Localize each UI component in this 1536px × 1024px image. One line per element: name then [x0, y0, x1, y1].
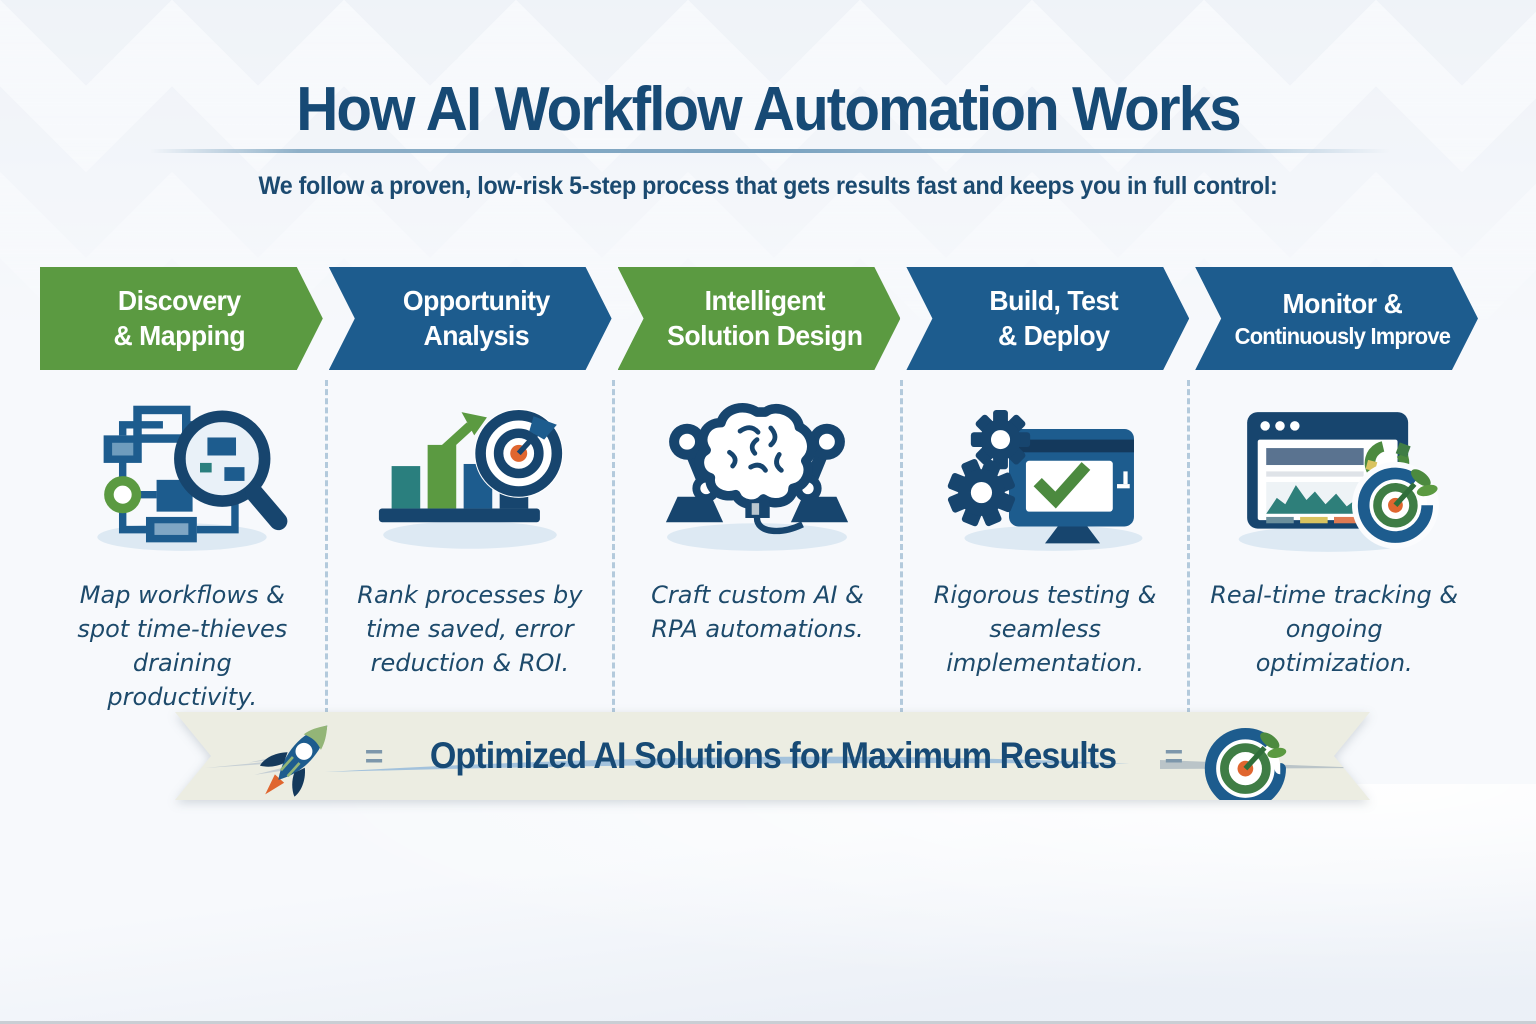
step-header-label: Discovery & Mapping	[113, 285, 246, 351]
step-header-label: Monitor & Continuously Improve	[1234, 288, 1451, 349]
step-header-discovery-mapping: Discovery & Mapping	[40, 267, 323, 370]
result-banner-text: Optimized AI Solutions for Maximum Resul…	[430, 735, 1117, 776]
step-column-discovery: Map workflows & spot time-thieves draini…	[40, 380, 328, 715]
step-column-build-test: Rigorous testing & seamless implementati…	[903, 380, 1191, 715]
step-header-monitor-improve: Monitor & Continuously Improve	[1195, 267, 1478, 370]
bar-chart-growth-target-icon	[378, 408, 564, 549]
target-dart-icon	[1200, 718, 1296, 814]
process-step-row: Discovery & Mapping Opportunity Analysis…	[40, 267, 1478, 370]
bottom-edge-strip	[0, 1021, 1536, 1024]
step-description: Craft custom AI & RPA automations.	[651, 581, 864, 644]
dashboard-analytics-target-icon	[1238, 411, 1440, 552]
step-icon-box	[40, 384, 325, 562]
step-icon-box	[328, 384, 613, 562]
step-description: Map workflows & spot time-thieves draini…	[77, 581, 288, 712]
result-banner-ribbon: = Optimized AI Solutions for Maximum Res…	[175, 712, 1370, 800]
step-column-monitor: Real-time tracking & ongoing optimizatio…	[1190, 380, 1478, 714]
equals-separator: =	[364, 737, 383, 774]
step-header-label: Opportunity Analysis	[402, 285, 550, 351]
step-icon-box	[903, 384, 1188, 562]
title-divider	[150, 149, 1390, 153]
ai-brain-robotic-arms-icon	[666, 402, 849, 551]
step-icon-box	[1190, 384, 1478, 562]
step-description: Real-time tracking & ongoing optimizatio…	[1210, 581, 1459, 678]
result-banner-content: = Optimized AI Solutions for Maximum Res…	[175, 712, 1370, 800]
step-description: Rigorous testing & seamless implementati…	[933, 581, 1157, 678]
page-subtitle: We follow a proven, low-risk 5-step proc…	[258, 172, 1278, 200]
background-zigzag-pattern	[0, 0, 1536, 320]
step-detail-row: Map workflows & spot time-thieves draini…	[40, 380, 1478, 715]
equals-separator: =	[1164, 737, 1183, 774]
step-header-build-test-deploy: Build, Test & Deploy	[906, 267, 1189, 370]
result-banner: = Optimized AI Solutions for Maximum Res…	[175, 712, 1370, 800]
step-header-opportunity-analysis: Opportunity Analysis	[329, 267, 612, 370]
step-header-label: Intelligent Solution Design	[667, 285, 863, 351]
page-title: How AI Workflow Automation Works	[296, 75, 1241, 144]
rocket-icon	[249, 709, 347, 807]
step-header-intelligent-solution-design: Intelligent Solution Design	[618, 267, 901, 370]
step-description: Rank processes by time saved, error redu…	[357, 581, 583, 678]
step-column-solution-design: Craft custom AI & RPA automations.	[615, 380, 903, 715]
gears-monitor-checkmark-icon	[947, 409, 1143, 551]
background-wash	[0, 784, 1536, 1024]
step-header-label: Build, Test & Deploy	[989, 285, 1119, 351]
step-column-opportunity: Rank processes by time saved, error redu…	[328, 380, 616, 715]
flowchart-magnifier-icon	[97, 405, 288, 551]
step-icon-box	[615, 384, 900, 562]
